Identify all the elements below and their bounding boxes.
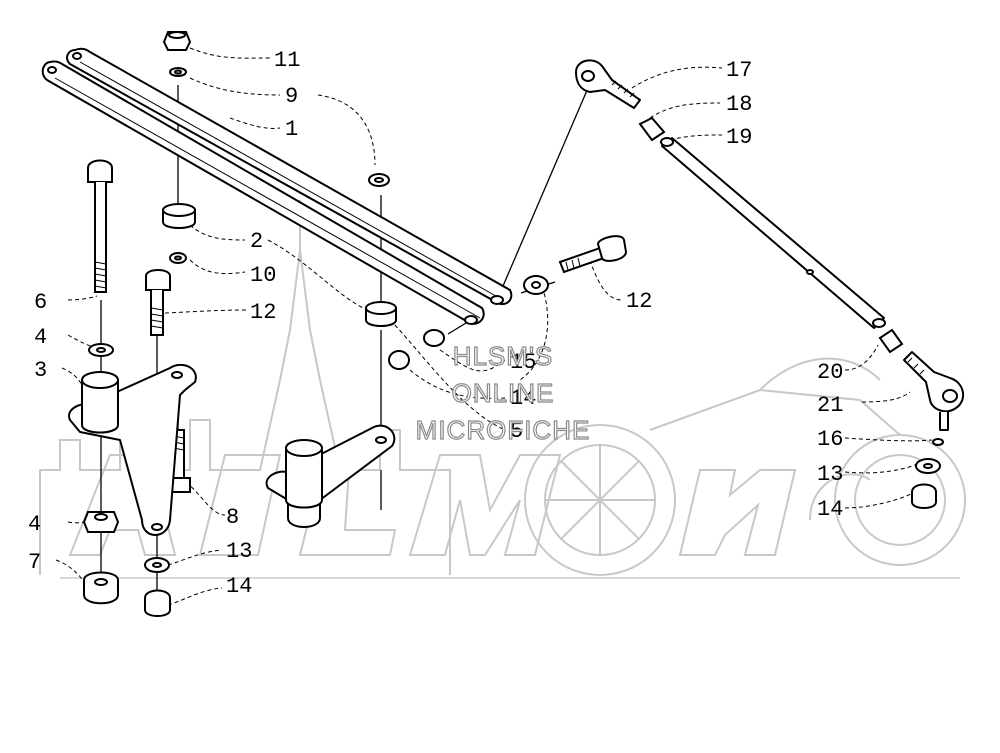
callout-4-upper: 4	[34, 325, 47, 350]
tie-rod	[575, 59, 965, 431]
callout-12-left: 12	[250, 300, 276, 325]
leader-lines	[55, 47, 933, 606]
callout-13-right: 13	[817, 462, 843, 487]
callout-10: 10	[250, 263, 276, 288]
callout-19: 19	[726, 125, 752, 150]
callout-18: 18	[726, 92, 752, 117]
callout-5: 5	[510, 419, 523, 444]
callout-11: 11	[274, 48, 300, 73]
callout-6: 6	[34, 290, 47, 315]
callout-13-left: 13	[226, 539, 252, 564]
hardware	[82, 31, 944, 617]
callout-12-right: 12	[626, 289, 652, 314]
watermark-line-1: HLSM'S	[452, 341, 554, 371]
callout-15: 15	[510, 350, 536, 375]
callout-4-lower: 4	[28, 512, 41, 537]
watermark-line-3: MICROFICHE	[415, 415, 591, 445]
callout-9: 9	[285, 84, 298, 109]
callout-3: 3	[34, 358, 47, 383]
callout-1: 1	[285, 117, 298, 142]
callout-14-right: 14	[817, 497, 843, 522]
callout-21: 21	[817, 393, 843, 418]
callout-7: 7	[28, 550, 41, 575]
callout-17: 17	[726, 58, 752, 83]
callout-2: 2	[250, 229, 263, 254]
callout-20: 20	[817, 360, 843, 385]
watermark-line-2: ONLINE	[451, 378, 555, 408]
callout-16: 16	[817, 427, 843, 452]
callout-8: 8	[226, 505, 239, 530]
steering-arms	[68, 363, 396, 536]
callouts: 11 9 1 2 10 12 6 4 3 8 4 7 13 14 15 14 5…	[28, 48, 843, 599]
drag-link-bars	[41, 47, 513, 325]
callout-14-left: 14	[226, 574, 252, 599]
callout-14-middle: 14	[510, 386, 536, 411]
